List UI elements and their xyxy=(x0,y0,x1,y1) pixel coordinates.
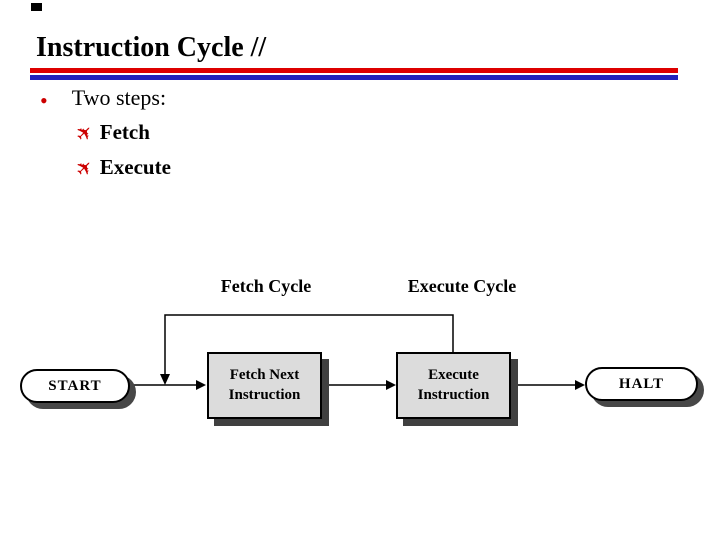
sub-bullet-fetch: ✈ Fetch xyxy=(70,118,150,147)
label-fetch-cycle: Fetch Cycle xyxy=(220,276,312,296)
sub-bullet-label: Fetch xyxy=(99,120,150,144)
execute-instruction-box: Execute Instruction xyxy=(396,352,511,419)
stray-mark xyxy=(31,3,42,11)
page-title: Instruction Cycle // xyxy=(36,32,267,63)
bullet-dot-icon: • xyxy=(40,88,48,113)
plane-icon: ✈ xyxy=(69,118,99,147)
halt-node: HALT xyxy=(585,367,698,401)
start-node: START xyxy=(20,369,130,403)
bullet-two-steps: • Two steps: xyxy=(40,87,166,112)
plane-icon: ✈ xyxy=(69,153,99,182)
sub-bullet-execute: ✈ Execute xyxy=(70,153,171,182)
sub-bullet-label: Execute xyxy=(99,155,171,179)
title-rule-red xyxy=(30,68,678,73)
title-rule-blue xyxy=(30,75,678,80)
fetch-instruction-box: Fetch Next Instruction xyxy=(207,352,322,419)
bullet-label: Two steps: xyxy=(71,85,167,110)
label-execute-cycle: Execute Cycle xyxy=(407,276,517,296)
